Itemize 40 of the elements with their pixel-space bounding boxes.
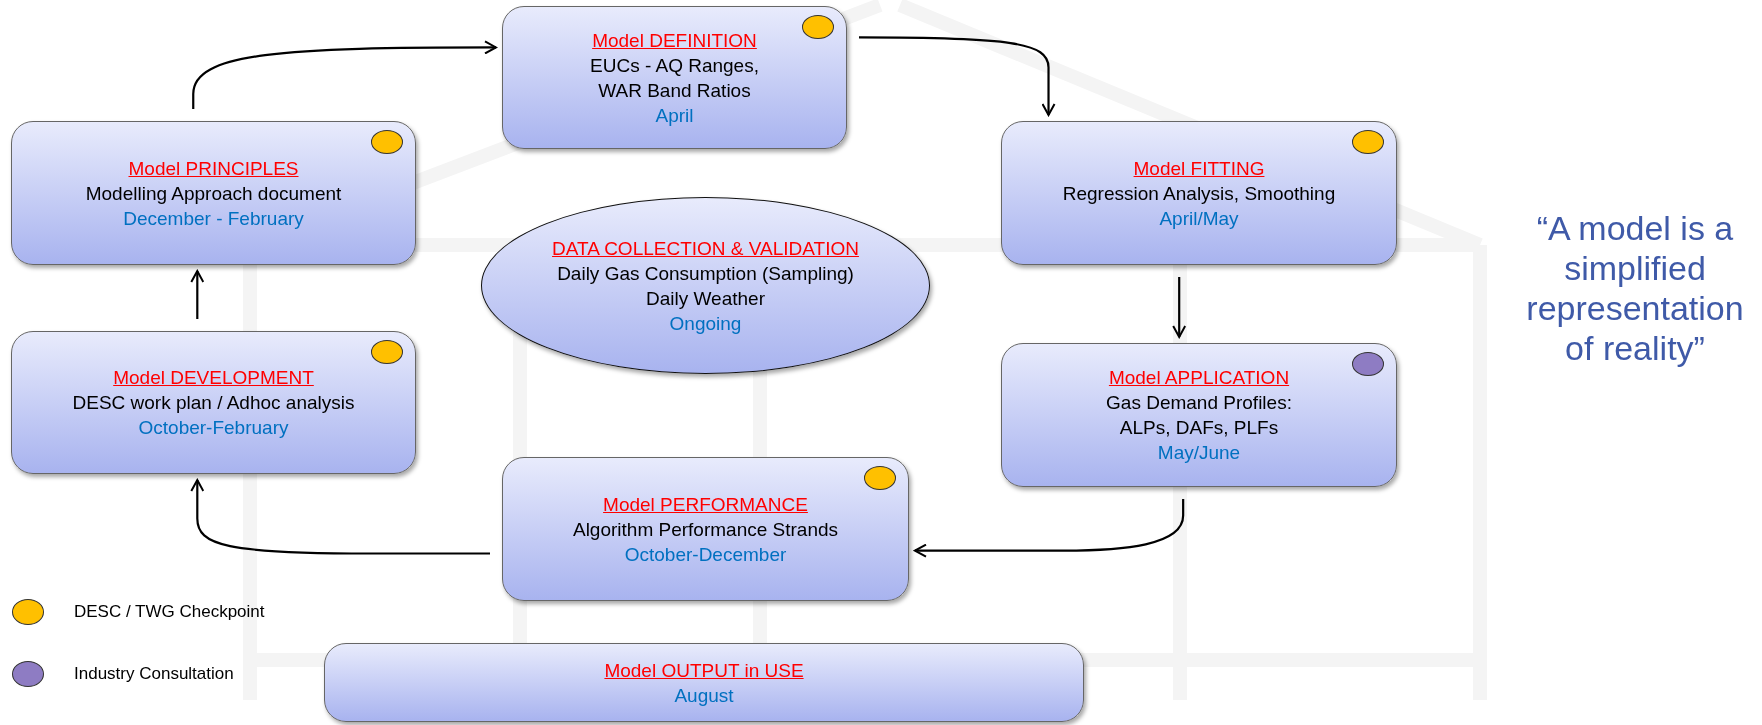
arrow <box>192 40 497 109</box>
arrow <box>914 499 1185 558</box>
date-text: April/May <box>1159 206 1239 231</box>
process-box <box>324 643 1084 722</box>
box-heading: Model APPLICATION <box>1108 366 1290 390</box>
date-text: December - February <box>123 206 304 231</box>
arrow <box>190 270 205 319</box>
box-text: EUCs - AQ Ranges, WAR Band Ratios <box>589 53 760 103</box>
box-text: DESC work plan / Adhoc analysis <box>72 391 355 415</box>
process-box <box>11 331 416 474</box>
arrow <box>1172 277 1187 338</box>
box-text: Regression Analysis, Smoothing <box>1062 181 1336 206</box>
box-text: Modelling Approach document <box>85 181 342 206</box>
box-text: Gas Demand Profiles: ALPs, DAFs, PLFs <box>1105 391 1293 440</box>
date-text: May/June <box>1157 441 1241 465</box>
box-text: Daily Gas Consumption (Sampling) <box>557 261 854 286</box>
legend-text: DESC / TWG Checkpoint <box>74 602 265 622</box>
box-heading: Model DEVELOPMENT <box>113 366 314 390</box>
date-text: October-February <box>138 416 289 440</box>
date-text: April <box>655 103 694 128</box>
box-text: Algorithm Performance Strands <box>572 517 839 542</box>
process-box <box>1001 343 1397 487</box>
box-text: Daily Weather <box>646 286 765 311</box>
date-text: August <box>674 683 734 708</box>
box-heading: Model PERFORMANCE <box>603 492 808 517</box>
arrow <box>190 479 490 555</box>
date-text: October-December <box>624 542 787 567</box>
quote-text: “A model is a simplified representation of reality” <box>1525 208 1745 368</box>
process-box <box>502 457 909 601</box>
process-box <box>11 121 416 265</box>
process-box <box>1001 121 1397 265</box>
box-heading: Model DEFINITION <box>592 28 757 53</box>
box-heading: Model FITTING <box>1133 156 1265 181</box>
box-heading: DATA COLLECTION & VALIDATION <box>552 236 859 261</box>
legend-text: Industry Consultation <box>74 664 234 684</box>
process-box <box>502 6 847 149</box>
box-heading: Model OUTPUT in USE <box>604 658 804 683</box>
arrow <box>859 36 1056 116</box>
date-text: Ongoing <box>669 311 742 336</box>
box-heading: Model PRINCIPLES <box>128 156 299 181</box>
